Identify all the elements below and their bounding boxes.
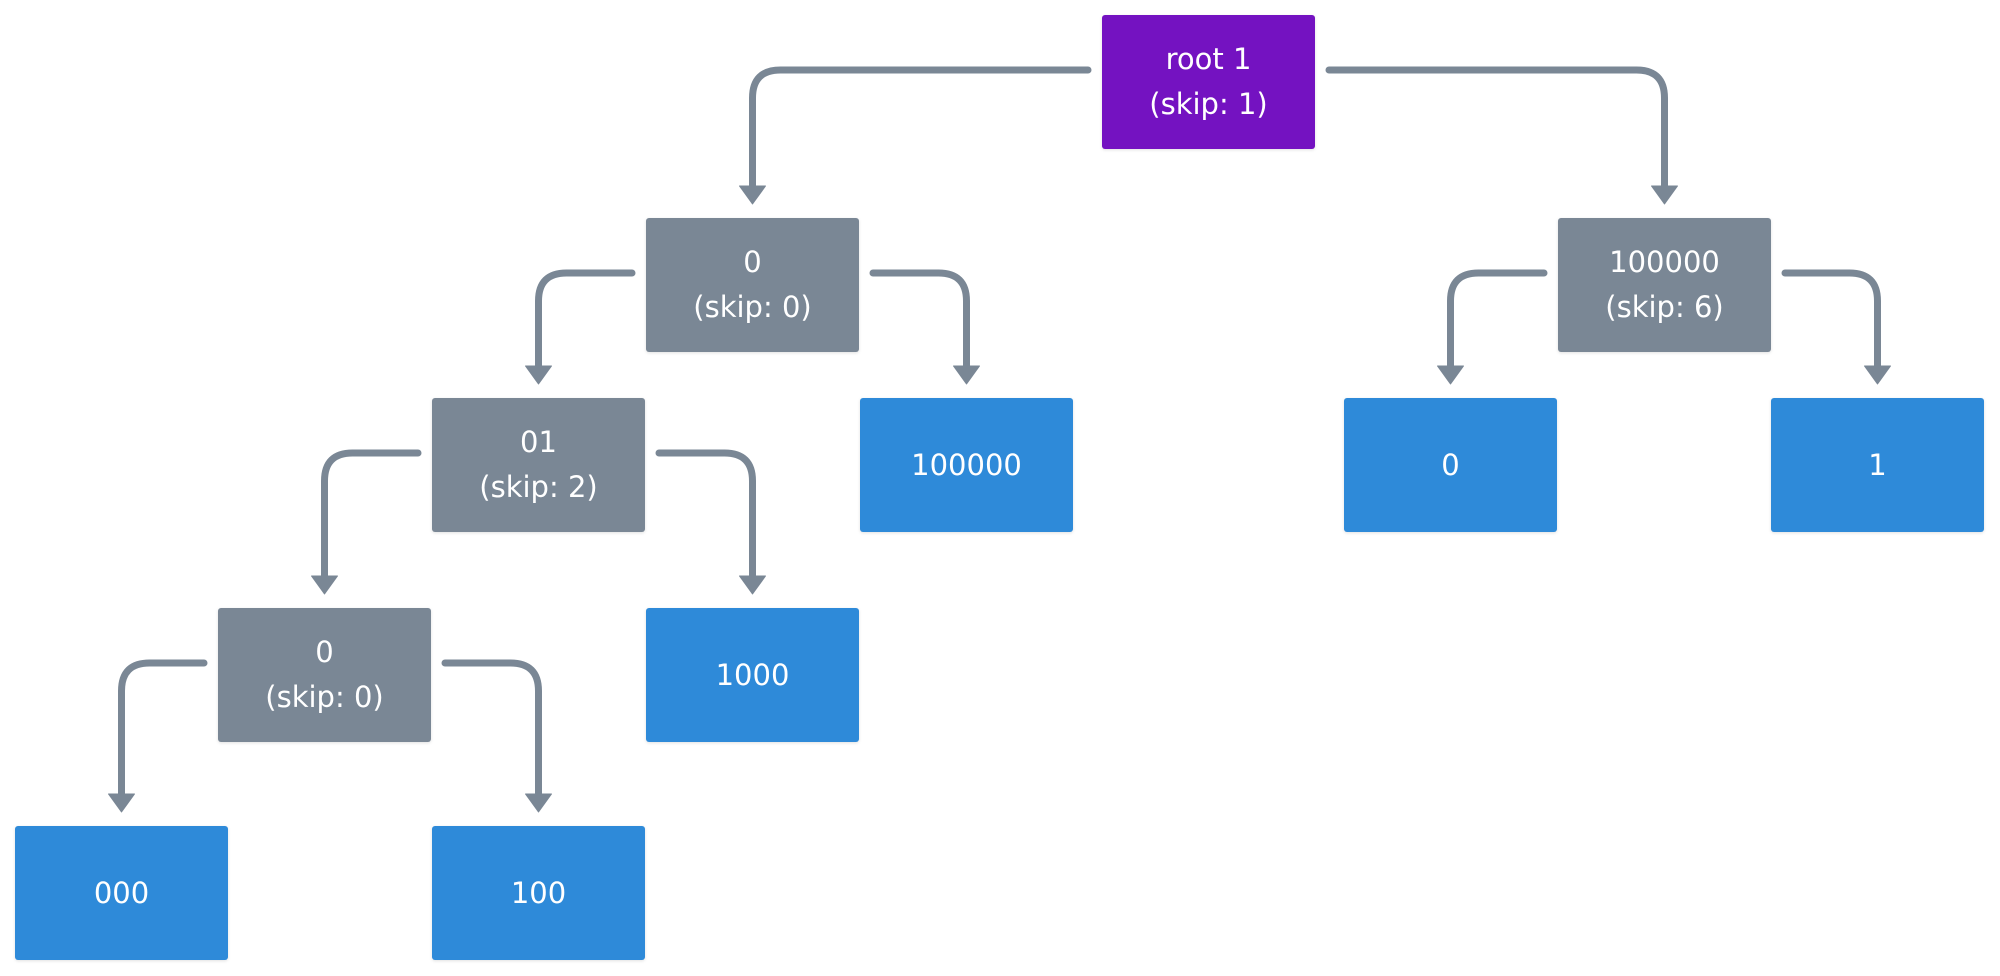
- node-skip-label: (skip: 1): [1149, 87, 1268, 121]
- leaf-node-leafR0: 0: [1344, 398, 1557, 532]
- node-skip-label: (skip: 2): [479, 470, 598, 504]
- node-key-label: 0: [1441, 447, 1460, 482]
- edge-n0b-to-leaf000: [118, 659, 208, 800]
- leaf-node-leaf100: 100: [432, 826, 645, 960]
- edge-n0b-to-leaf100: [441, 659, 542, 800]
- node-key-label: root 1: [1165, 42, 1252, 76]
- node-key-label: 0: [743, 245, 762, 279]
- arrowhead-n01-to-leaf1000: [739, 575, 766, 595]
- node-skip-label: (skip: 0): [265, 680, 384, 714]
- arrowhead-root-to-n100000: [1651, 185, 1678, 205]
- node-key-label: 100000: [1609, 245, 1720, 279]
- node-key-label: 01: [520, 425, 557, 459]
- arrowhead-n100000-to-leafR0: [1437, 365, 1464, 385]
- internal-node-n0: 0 (skip: 0): [646, 218, 859, 352]
- arrowhead-n0b-to-leaf100: [525, 793, 552, 813]
- node-key-label: 000: [93, 875, 150, 910]
- arrowhead-root-to-n0: [739, 185, 766, 205]
- edge-n01-to-leaf1000: [655, 449, 756, 582]
- internal-node-n100000: 100000 (skip: 6): [1558, 218, 1771, 352]
- internal-node-n0b: 0 (skip: 0): [218, 608, 431, 742]
- edge-n100000-to-leafR0: [1447, 269, 1548, 372]
- edge-root-to-n100000: [1325, 66, 1668, 192]
- node-key-label: 100000: [911, 447, 1022, 482]
- edge-n01-to-n0b: [321, 449, 422, 582]
- edge-n0-to-n01: [535, 269, 636, 372]
- arrowhead-n0b-to-leaf000: [108, 793, 135, 813]
- node-skip-label: (skip: 0): [693, 290, 812, 324]
- node-key-label: 1000: [715, 657, 790, 692]
- leaf-node-leaf100000: 100000: [860, 398, 1073, 532]
- arrowhead-n0-to-leaf100000: [953, 365, 980, 385]
- edge-n0-to-leaf100000: [869, 269, 970, 372]
- node-key-label: 1: [1868, 447, 1887, 482]
- node-key-label: 0: [315, 635, 334, 669]
- leaf-node-leafR1: 1: [1771, 398, 1984, 532]
- arrowhead-n01-to-n0b: [311, 575, 338, 595]
- edge-root-to-n0: [749, 66, 1092, 192]
- leaf-node-leaf1000: 1000: [646, 608, 859, 742]
- arrowhead-n0-to-n01: [525, 365, 552, 385]
- node-skip-label: (skip: 6): [1605, 290, 1724, 324]
- internal-node-n01: 01 (skip: 2): [432, 398, 645, 532]
- arrowhead-n100000-to-leafR1: [1864, 365, 1891, 385]
- leaf-node-leaf000: 000: [15, 826, 228, 960]
- node-key-label: 100: [510, 875, 567, 910]
- edge-n100000-to-leafR1: [1781, 269, 1881, 372]
- root-node-root: root 1 (skip: 1): [1102, 15, 1315, 149]
